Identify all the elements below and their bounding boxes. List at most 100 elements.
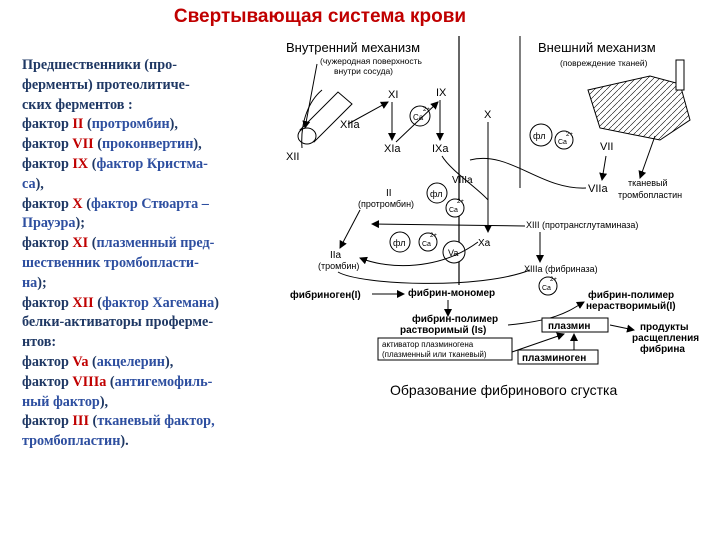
ca-ion-1 <box>409 105 431 127</box>
factor-list-segment: II <box>72 116 84 133</box>
ca-label-1: Ca <box>413 113 424 122</box>
factor-list-segment: ( <box>88 413 98 430</box>
factor-list-line: фактор XII (фактор Хагемана) <box>22 294 277 314</box>
factor-list-segment: VII <box>72 136 94 153</box>
factor-list-segment: ферменты) протеолитиче- <box>22 76 190 93</box>
activator-label-2: (плазменный или тканевый) <box>382 350 487 359</box>
factor-list-segment: ); <box>37 274 47 291</box>
factor-list-segment: фактор Стюарта – <box>90 195 209 212</box>
tissue-damage-label: (повреждение тканей) <box>560 58 648 68</box>
factor-list-segment: тканевый фактор, <box>97 413 215 430</box>
fibrin-polymer-insoluble: фибрин-полимер <box>588 289 674 301</box>
phospholipid-1 <box>529 123 553 147</box>
factor-Xa: Xa <box>478 238 491 249</box>
extrinsic-header: Внешний механизм <box>538 40 656 55</box>
factor-list-segment: ( <box>93 136 102 153</box>
factor-XIIIa: XIIIa (фибриназа) <box>524 264 598 274</box>
factor-list-segment: IX <box>72 155 89 172</box>
plasminogen-box <box>517 349 599 365</box>
ca-label-4: Ca <box>422 241 431 248</box>
factor-list-segment: X <box>72 195 83 212</box>
foreign-surface-label: (чужеродная поверхность <box>320 56 423 66</box>
plasminogen: плазминоген <box>522 353 586 364</box>
activator-box <box>377 337 513 361</box>
factor-list-segment: протромбин <box>91 116 170 133</box>
ca-ion-3 <box>445 198 465 218</box>
ca-charge-5: 2+ <box>550 277 557 283</box>
factor-IIa: IIa <box>330 250 342 261</box>
factor-list-segment: ). <box>120 433 129 450</box>
factor-list-segment: ( <box>88 235 97 252</box>
fibrin-monomer: фибрин-мономер <box>408 287 495 299</box>
ca-charge-4: 2+ <box>430 233 437 239</box>
factor-list-segment: ( <box>82 195 91 212</box>
factor-list-segment: фактор <box>22 136 73 153</box>
factor-list-segment: фактор Хагемана <box>101 294 215 311</box>
factor-list-line: фактор Va (акцелерин), <box>22 353 277 373</box>
factor-list-line: фактор III (тканевый фактор, <box>22 412 277 432</box>
factor-Va: Va <box>448 248 458 258</box>
factor-list-segment: антигемофиль- <box>114 373 213 390</box>
factor-list-line: ный фактор), <box>22 393 277 413</box>
factor-list-segment: плазменный пред- <box>96 235 215 252</box>
ca-charge-1: 2+ <box>423 107 430 113</box>
factor-list-segment: акцелерин <box>96 353 165 370</box>
factor-XII: XII <box>286 151 299 163</box>
fibrin-products-2: расщепления <box>632 333 699 344</box>
ca-label-5: Ca <box>542 285 551 292</box>
ca-charge-3: 2+ <box>457 199 464 205</box>
factor-list-segment: ских ферментов : <box>22 96 133 113</box>
factor-list-segment: ), <box>35 175 44 192</box>
vessel-surface-icon <box>299 91 353 143</box>
factor-IXa: IXa <box>432 143 449 155</box>
factor-VII: VII <box>600 141 613 153</box>
factor-list-line: белки-активаторы проферме- <box>22 313 277 333</box>
fibrinogen: фибриноген(I) <box>290 289 361 301</box>
factor-VIIIa: VIIIa <box>452 175 473 186</box>
page-title: Свертывающая система крови <box>173 6 467 27</box>
ca-ion-5 <box>538 276 558 296</box>
foreign-surface-label-2: внутри сосуда) <box>334 66 393 76</box>
prothrombin-label: (протромбин) <box>358 199 414 209</box>
plasmin: плазмин <box>548 321 590 332</box>
factor-list-segment: проконвертин <box>101 136 194 153</box>
ca-label-3: Ca <box>449 207 458 214</box>
factor-list-segment: ( <box>88 155 97 172</box>
factor-list-line: шественник тромбопласти- <box>22 254 277 274</box>
factor-X: X <box>484 109 492 121</box>
factor-list-segment: Va <box>72 353 89 370</box>
factor-list-line: Предшественники (про- <box>22 56 277 76</box>
fibrin-polymer-insoluble-2: нерастворимый(I) <box>586 301 676 312</box>
factor-list-line: са), <box>22 175 277 195</box>
factor-list-line: ских ферментов : <box>22 96 277 116</box>
factor-list-segment: фактор <box>22 373 73 390</box>
factor-list-segment: ), <box>164 353 174 370</box>
tissue-factor-label: тканевый <box>628 178 668 188</box>
factor-list-line: фактор VIIIa (антигемофиль- <box>22 373 277 393</box>
xii-circle-icon <box>297 127 317 145</box>
diagram-caption: Образование фибринового сгустка <box>390 382 618 398</box>
factor-list-segment: фактор <box>22 294 73 311</box>
factor-list-segment: Прауэра <box>22 215 76 232</box>
factor-list-segment: XI <box>72 235 89 252</box>
factor-list-line: тромбопластин). <box>22 432 277 452</box>
factor-list-line: нтов: <box>22 333 277 353</box>
factor-list-segment: фактор Кристма- <box>96 155 208 172</box>
factor-list-line: Прауэра); <box>22 214 277 234</box>
intrinsic-header: Внутренний механизм <box>286 40 420 55</box>
factor-list-segment: тромбопластин <box>22 433 121 450</box>
plasmin-box <box>541 317 609 333</box>
ca-label-2: Ca <box>558 139 567 146</box>
ca-charge-2: 2+ <box>566 132 573 138</box>
factor-II: II <box>386 188 392 199</box>
factor-list-segment: ), <box>193 136 202 153</box>
tissue-factor-label-2: тромбопластин <box>618 190 682 200</box>
factor-list-segment: ( <box>106 373 115 390</box>
factor-list-segment: ( <box>83 116 92 133</box>
factor-list-segment: VIIIa <box>72 373 107 390</box>
factor-list-line: на); <box>22 274 277 294</box>
activator-label: активатор плазминогена <box>382 340 474 349</box>
factor-list-line: фактор IX (фактор Кристма- <box>22 155 277 175</box>
fl-label-1: фл <box>533 131 545 141</box>
fibrin-products-3: фибрина <box>640 343 685 355</box>
